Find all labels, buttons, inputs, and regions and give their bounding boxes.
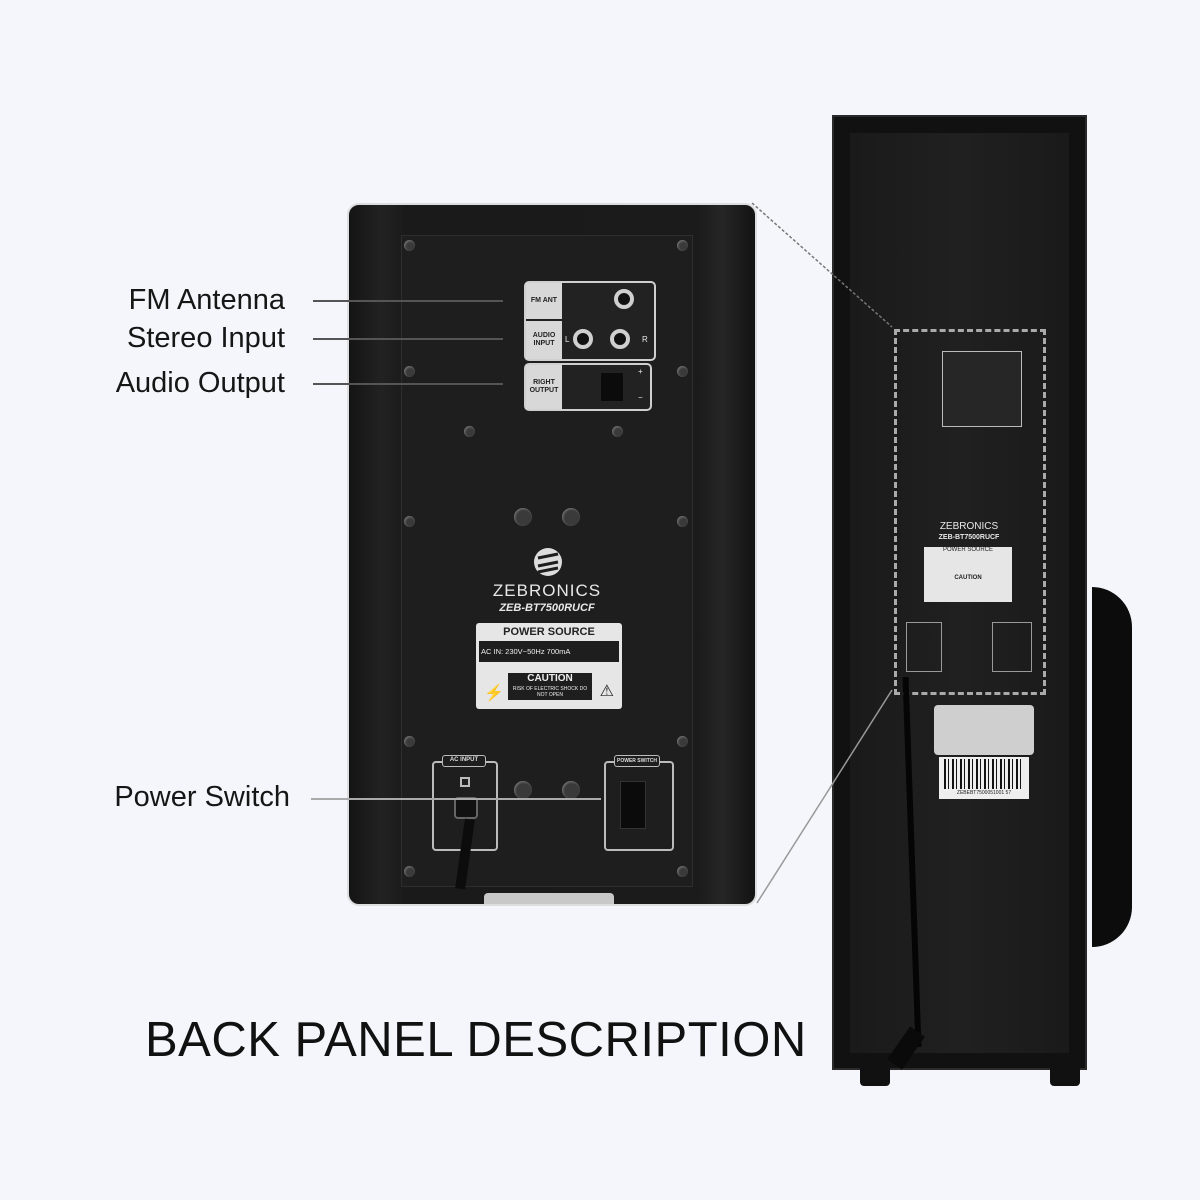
tower-power-label: POWER SOURCE CAUTION — [924, 547, 1012, 602]
zebronics-logo-icon — [534, 548, 562, 576]
callout-stereo-input: Stereo Input — [127, 322, 285, 354]
power-rocker-switch[interactable] — [620, 781, 646, 829]
right-output-block: RIGHT OUTPUT + − — [524, 363, 652, 411]
tower-ac-input — [906, 622, 942, 672]
tower-model: ZEB-BT7500RUCF — [938, 534, 1000, 541]
audio-input-tag: AUDIO INPUT — [526, 321, 562, 359]
ac-input-tag: AC INPUT — [442, 755, 486, 767]
fm-antenna-jack[interactable] — [614, 289, 634, 309]
callout-audio-output: Audio Output — [115, 367, 285, 399]
back-plate: FM ANT AUDIO INPUT L R RIGHT OUTPUT + − … — [401, 235, 693, 890]
power-switch-tag: POWER SWITCH — [614, 755, 660, 767]
callout-power-switch: Power Switch — [114, 781, 290, 813]
brand-name: ZEBRONICS — [492, 581, 602, 600]
fm-ant-tag: FM ANT — [526, 283, 562, 319]
power-source-heading: POWER SOURCE — [503, 626, 595, 638]
audio-input-left-jack[interactable] — [573, 329, 593, 349]
audio-input-right-jack[interactable] — [610, 329, 630, 349]
caution-text: RISK OF ELECTRIC SHOCK DO NOT OPEN — [512, 686, 588, 698]
power-source-label: POWER SOURCE AC IN: 230V~50Hz 700mA ⚡ CA… — [476, 623, 622, 709]
right-channel-label: R — [642, 335, 648, 344]
highlight-region — [894, 329, 1046, 695]
minus-label: − — [638, 393, 643, 402]
ac-rating: AC IN: 230V~50Hz 700mA — [479, 641, 619, 662]
leader-line-stereo — [313, 338, 503, 340]
leader-line-power — [311, 798, 601, 800]
leader-line-output — [313, 383, 503, 385]
tower-brand: ZEBRONICS — [939, 521, 999, 532]
tower-power-switch — [992, 622, 1032, 672]
left-channel-label: L — [565, 335, 570, 344]
tower-foot-left — [860, 1068, 890, 1086]
model-number: ZEB-BT7500RUCF — [499, 602, 595, 614]
power-switch-box: POWER SWITCH — [604, 755, 674, 851]
caution-heading: CAUTION — [527, 673, 573, 684]
ac-input-socket[interactable]: AC INPUT — [432, 755, 498, 890]
speaker-output-terminal[interactable] — [601, 373, 623, 401]
tower-foot-right — [1050, 1068, 1080, 1086]
barcode-sticker: ZEBEBT7500051001 57 — [939, 757, 1029, 799]
warning-icon: ⚠ — [599, 683, 614, 700]
tower-input-block — [942, 351, 1022, 427]
tower-info-sticker — [934, 705, 1034, 755]
page-title: BACK PANEL DESCRIPTION — [145, 1013, 807, 1067]
plus-label: + — [638, 367, 643, 376]
leader-line-fm — [313, 300, 503, 302]
callout-fm-antenna: FM Antenna — [128, 284, 285, 316]
input-block: FM ANT AUDIO INPUT L R — [524, 281, 656, 361]
double-insulation-icon — [460, 777, 470, 787]
tower-speaker: ZEBRONICS ZEB-BT7500RUCF POWER SOURCE CA… — [832, 115, 1132, 1070]
side-port — [1092, 587, 1132, 947]
warning-shock-icon: ⚡ — [484, 685, 504, 702]
right-output-tag: RIGHT OUTPUT — [526, 365, 562, 409]
sticker-tab — [484, 893, 614, 904]
back-panel-closeup: FM ANT AUDIO INPUT L R RIGHT OUTPUT + − … — [347, 203, 757, 906]
